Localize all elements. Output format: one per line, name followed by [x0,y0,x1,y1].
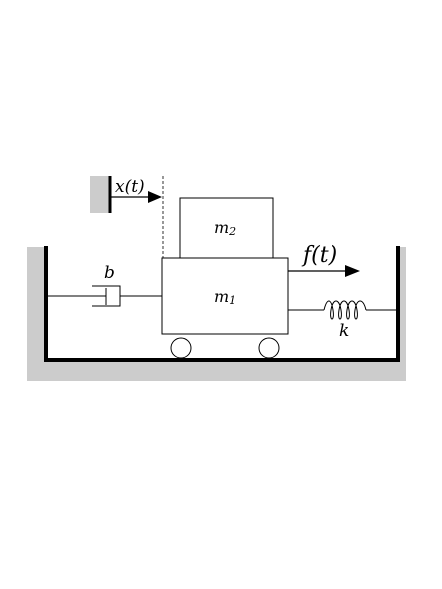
x-t-label: x(t) [115,177,145,197]
wheel-right [258,337,280,359]
mass-m1-label: m1 [214,287,236,307]
damper [46,285,162,307]
spring-k-label: k [339,321,349,341]
mass-m1-box [161,257,289,335]
wheel-left [170,337,192,359]
mass-m2-label: m2 [214,218,236,238]
ground-base [27,247,406,381]
spring [288,300,398,320]
damper-b-label: b [104,263,115,283]
x-arrow-head [148,191,162,203]
reference-wall-block [90,176,110,213]
f-t-label: f(t) [301,243,337,268]
f-arrow-head [345,265,360,277]
